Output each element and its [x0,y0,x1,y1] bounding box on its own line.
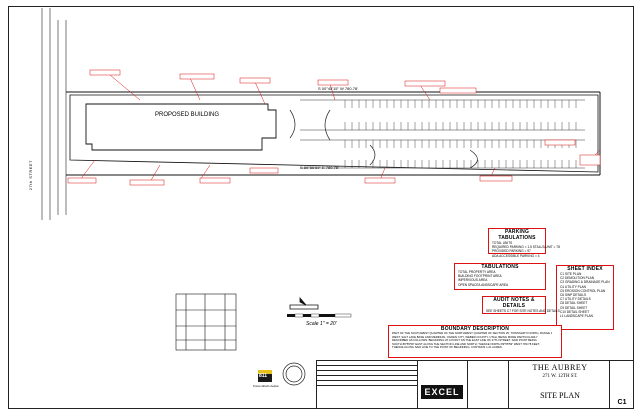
sheet-index-item: C2 DEMOLITION PLAN [560,276,595,281]
sheet-index-item: L1 LANDSCAPE PLAN [560,314,593,319]
audit-notes-box: AUDIT NOTES & DETAILS SEE SHEETS C7 FOR … [482,296,560,314]
project-address: 271 W. 12TH ST. [542,374,578,379]
tabulations-box: TABULATIONS TOTAL PROPERTY AREA BUILDING… [454,263,546,290]
boundary-line: SOUTH 89°55'59" EAST ALONG THE SECTION L… [392,341,540,346]
sheet-index-item: C3 GRADING & DRAINAGE PLAN [560,280,610,285]
sheet-index-item: C1 SITE PLAN [560,272,582,276]
sheet-index-item: C7 UTILITY DETAILS [560,297,591,302]
sheet-index-item: C8 DETAIL SHEET [560,301,588,306]
boundary-description-box: BOUNDARY DESCRIPTION PART OF THE SOUTHWE… [388,325,562,358]
boundary-line: DESCRIBED AS FOLLOWS: BEGINNING AT A POI… [392,338,537,343]
boundary-line: WEST, SALT LAKE BASE AND MERIDIAN, OGDEN… [392,334,538,339]
sheet-index-item: C6 SWP DETAILS [560,293,587,298]
parking-line: ADA ACCESSIBLE PARKING = 4 [492,253,540,258]
stamp-cell [467,361,509,408]
tabulation-line: BUILDING FOOTPRINT AREA [458,274,502,279]
boundary-line: THENCE ALONG SAID LINE TO THE POINT OF B… [392,345,503,350]
parking-tabulations-box: PARKING TABULATIONS TOTAL UNITS REQUIRED… [488,228,560,258]
audit-notes-line: SEE SHEETS C7 FOR SITE NOTES AND DETAILS [486,309,560,313]
tabulations-title: TABULATIONS [481,264,519,270]
sheet-index-item: C9 DETAIL SHEET [560,305,588,310]
parking-line: PROVIDED PARKING = 97 [492,249,531,254]
boundary-description-title: BOUNDARY DESCRIPTION [440,326,510,332]
project-title: THE AUBREY [532,363,588,372]
parking-tabulations-title: PARKING TABULATIONS [498,229,536,241]
engineer-seal-icon [282,362,306,386]
sheet-index-title: SHEET INDEX [567,266,603,272]
bearing-bottom-label: S 89°55'59" E 780.78' [300,165,339,170]
parking-line: TOTAL UNITS [492,241,513,245]
revision-table [317,361,418,408]
firm-logo: EXCEL [421,385,463,399]
call-811-icon [258,370,272,382]
tabulation-line: IMPERVIOUS AREA [458,278,488,283]
bearing-top-label: S 00°45'15" W 780.78' [318,86,358,91]
parking-line: REQUIRED PARKING = 1.5 STALLS/UNIT = 78 [492,245,560,250]
scale-label: Scale 1" = 20' [306,321,337,327]
call-811-label: 811 [259,373,268,379]
sheet-index-item: C10 DETAIL SHEET [560,309,590,314]
audit-notes-title: AUDIT NOTES & DETAILS [493,297,535,309]
call-811-subtitle: Know what's below. [253,384,280,388]
sheet-index-item: C4 UTILITY PLAN [560,284,586,289]
sheet-index-item: C5 EROSION CONTROL PLAN [560,288,606,293]
sheet-title: SITE PLAN [540,391,580,400]
boundary-line: PART OF THE SOUTHWEST QUARTER OF THE NOR… [392,331,553,335]
proposed-building-label: PROPOSED BUILDING [155,112,220,118]
sheet-number-cell: C1 [609,361,634,408]
street-name-label: 27th STREET [28,160,33,191]
tabulation-line: OPEN SPACE/LANDSCAPE AREA [458,282,509,287]
tabulation-line: TOTAL PROPERTY AREA [458,270,496,274]
sheet-number: C1 [617,399,627,406]
title-block: EXCEL THE AUBREY 271 W. 12TH ST. SITE PL… [316,360,634,409]
